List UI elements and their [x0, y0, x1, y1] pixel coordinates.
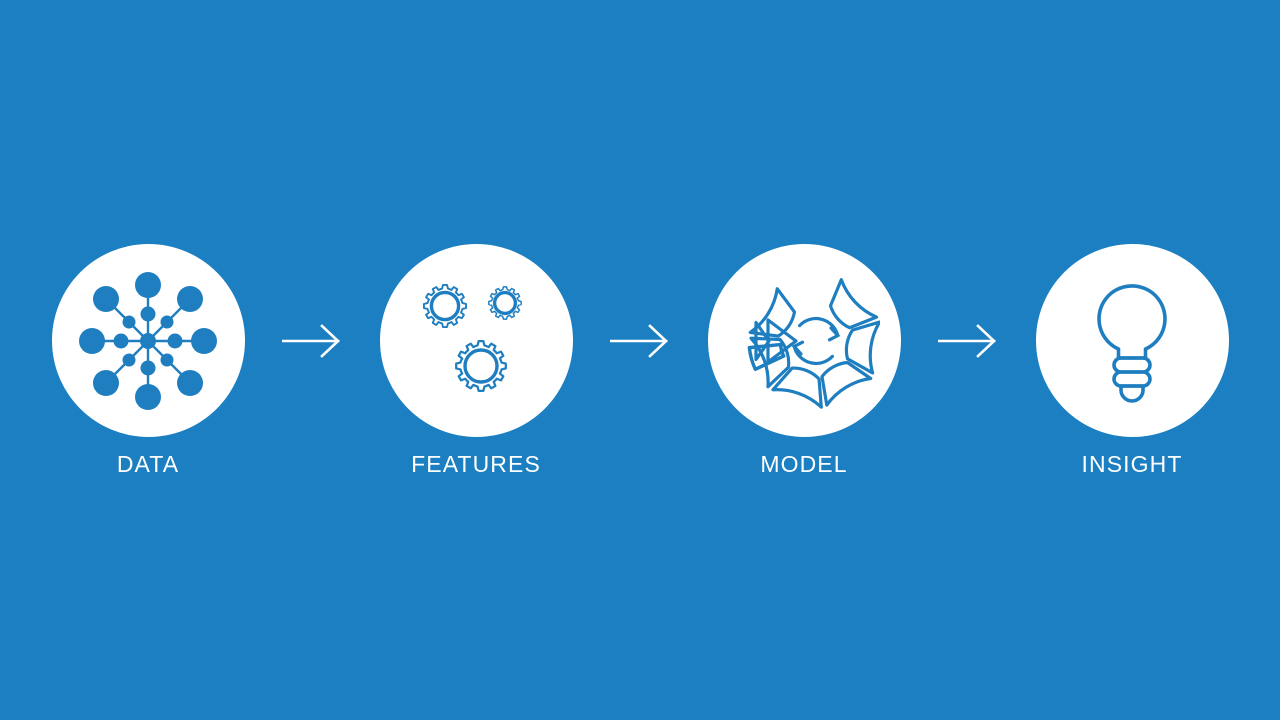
pipeline-step-insight[interactable]: INSIGHT — [1035, 244, 1229, 477]
connector-2 — [573, 244, 708, 437]
step-disc-data — [51, 244, 245, 437]
gears-icon — [422, 283, 522, 392]
step-disc-insight — [1035, 244, 1229, 437]
connector-3 — [901, 244, 1036, 437]
step-label-insight: INSIGHT — [1081, 451, 1183, 477]
arrow-right-icon — [938, 323, 996, 358]
step-label-model: MODEL — [760, 451, 848, 477]
pipeline-step-data[interactable]: DATA — [51, 244, 245, 477]
network-nodes-icon — [79, 271, 217, 410]
arrow-right-icon — [610, 323, 668, 358]
connector-1 — [245, 244, 380, 437]
arrow-right-icon — [282, 323, 340, 358]
segmented-wheel-cycle-icon — [747, 277, 880, 409]
step-disc-model — [707, 244, 901, 437]
lightbulb-icon — [1097, 283, 1167, 403]
step-label-features: FEATURES — [411, 451, 541, 477]
pipeline-step-features[interactable]: FEATURES — [379, 244, 573, 477]
step-disc-features — [379, 244, 573, 437]
step-label-data: DATA — [116, 451, 180, 477]
pipeline-step-model[interactable]: MODEL — [707, 244, 901, 477]
